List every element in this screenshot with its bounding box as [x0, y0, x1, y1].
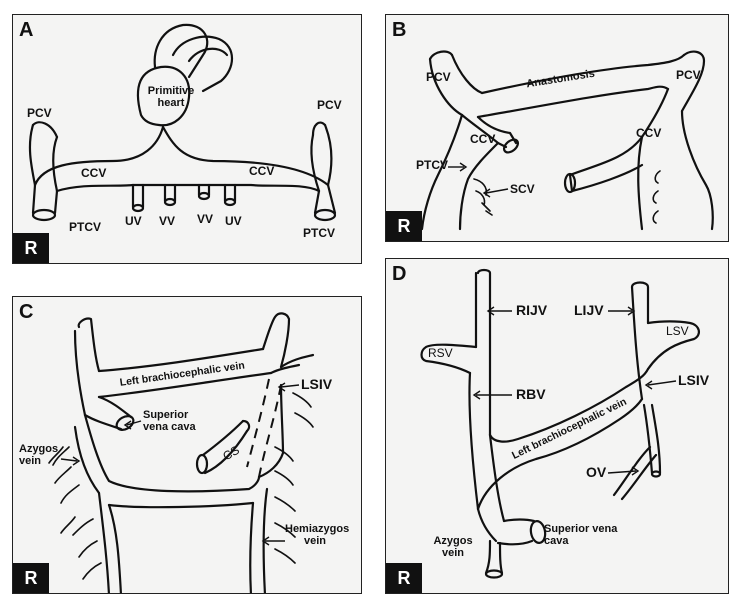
label-pcv-right: PCV — [676, 68, 701, 82]
label-scv: SCV — [510, 182, 535, 196]
label-pcv-left: PCV — [426, 70, 451, 84]
label-ptcv: PTCV — [416, 158, 449, 172]
label-pcv-right: PCV — [317, 98, 342, 112]
label-vv-right: VV — [197, 212, 214, 226]
label-ccv-left: CCV — [470, 132, 496, 146]
label-uv-right: UV — [225, 214, 242, 228]
panel-a: A Primitive heart PCV PCV CCV CCV PTCV P… — [12, 14, 362, 264]
label-ov: OV — [586, 464, 607, 480]
label-pcv-left: PCV — [27, 106, 52, 120]
label-ccv-right: CCV — [249, 164, 275, 178]
panel-c-side-marker: R — [13, 563, 49, 593]
label-lijv: LIJV — [574, 302, 604, 318]
label-rijv: RIJV — [516, 302, 548, 318]
label-ptcv-left: PTCV — [69, 220, 102, 234]
panel-a-diagram — [28, 23, 337, 222]
label-hemiazygos-vein: Hemiazygos vein — [285, 523, 350, 548]
panel-b: B Anastomosis PCV PCV CCV CCV PTCV SCV R — [385, 14, 729, 242]
panel-b-side-marker: R — [386, 211, 422, 241]
panel-b-letter: B — [392, 19, 407, 41]
label-lsv: LSV — [666, 324, 689, 338]
label-lsiv: LSIV — [678, 372, 710, 388]
label-superior-vena-cava: Superior vena cava — [143, 409, 196, 434]
label-lsiv: LSIV — [301, 376, 333, 392]
panel-c-diagram — [48, 312, 315, 593]
label-superior-vena-cava: Superior vena cava — [544, 523, 618, 548]
panel-d-side-marker: R — [386, 563, 422, 593]
panel-a-letter: A — [19, 19, 34, 41]
label-uv-left: UV — [125, 214, 142, 228]
panel-d-letter: D — [392, 263, 407, 285]
label-azygos-vein: Azygos vein — [19, 443, 59, 468]
panel-b-diagram — [420, 50, 714, 231]
panel-d-diagram — [420, 268, 700, 579]
label-rbv: RBV — [516, 386, 546, 402]
label-vv-left: VV — [159, 214, 176, 228]
panel-c: C Left brachiocephalic vein LSIV Superio… — [12, 296, 362, 594]
label-ccv-left: CCV — [81, 166, 107, 180]
panel-c-letter: C — [19, 301, 34, 323]
label-ccv-right: CCV — [636, 126, 662, 140]
panel-a-side-marker: R — [13, 233, 49, 263]
panel-d: D RIJV LIJV RSV LSV RBV LSIV Left brachi… — [385, 258, 729, 594]
label-azygos-vein: Azygos vein — [433, 535, 473, 560]
label-rsv: RSV — [428, 346, 453, 360]
label-ptcv-right: PTCV — [303, 226, 336, 240]
label-primitive-heart: Primitive heart — [147, 85, 195, 110]
